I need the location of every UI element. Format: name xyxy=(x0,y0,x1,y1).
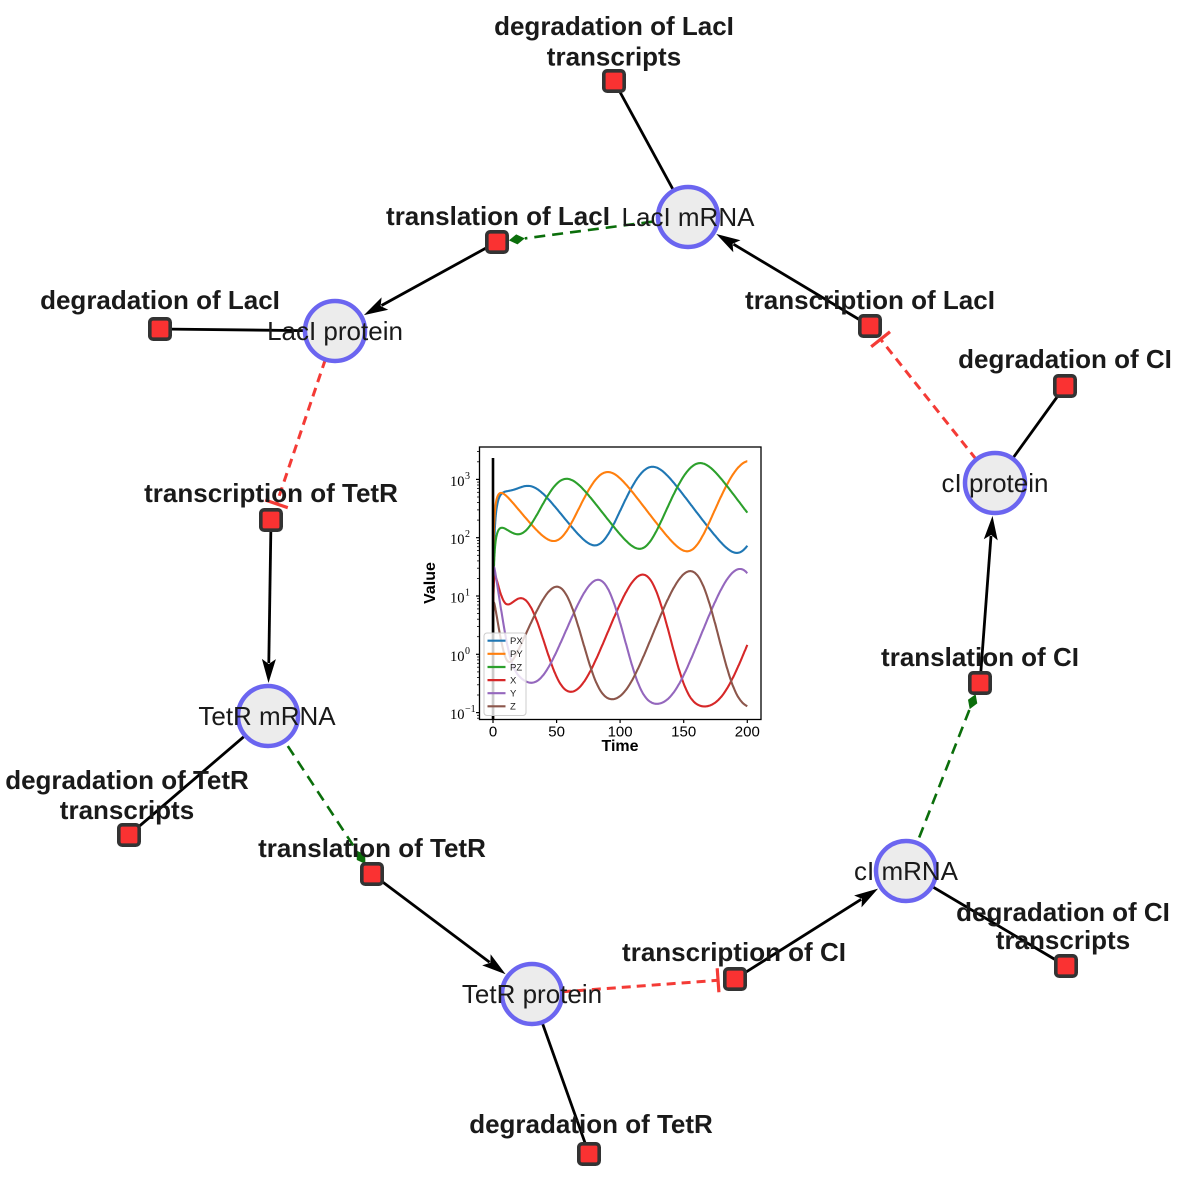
svg-text:translation of CI: translation of CI xyxy=(881,642,1079,672)
svg-text:10: 10 xyxy=(450,474,465,490)
svg-text:Value: Value xyxy=(422,562,439,604)
svg-text:transcripts: transcripts xyxy=(60,795,194,825)
svg-text:degradation of CI: degradation of CI xyxy=(956,897,1170,927)
svg-text:transcripts: transcripts xyxy=(547,42,681,72)
svg-text:10: 10 xyxy=(450,591,465,607)
svg-text:LacI protein: LacI protein xyxy=(267,316,403,346)
svg-text:PX: PX xyxy=(510,636,523,647)
svg-text:transcription of TetR: transcription of TetR xyxy=(144,478,398,508)
svg-text:0: 0 xyxy=(489,724,497,741)
svg-text:transcripts: transcripts xyxy=(996,925,1130,955)
svg-text:translation of TetR: translation of TetR xyxy=(258,833,486,863)
svg-text:translation of LacI: translation of LacI xyxy=(386,201,610,231)
svg-text:transcription of CI: transcription of CI xyxy=(622,937,846,967)
svg-text:Time: Time xyxy=(601,738,638,755)
svg-text:cI protein: cI protein xyxy=(942,468,1049,498)
svg-text:100: 100 xyxy=(608,724,633,741)
svg-text:transcription of LacI: transcription of LacI xyxy=(745,285,995,315)
svg-text:PZ: PZ xyxy=(510,662,522,673)
svg-text:X: X xyxy=(510,676,517,687)
svg-text:−1: −1 xyxy=(465,704,476,715)
svg-text:10: 10 xyxy=(450,532,465,548)
svg-text:degradation of CI: degradation of CI xyxy=(958,344,1172,374)
svg-text:200: 200 xyxy=(735,724,760,741)
svg-text:degradation of LacI: degradation of LacI xyxy=(494,11,734,41)
svg-text:1: 1 xyxy=(465,588,470,599)
svg-text:TetR mRNA: TetR mRNA xyxy=(198,701,336,731)
svg-text:10: 10 xyxy=(450,649,465,665)
svg-text:PY: PY xyxy=(510,649,523,660)
svg-text:TetR protein: TetR protein xyxy=(462,979,602,1009)
svg-text:degradation of TetR: degradation of TetR xyxy=(469,1109,713,1139)
svg-text:50: 50 xyxy=(548,724,565,741)
svg-text:150: 150 xyxy=(671,724,696,741)
svg-text:degradation of LacI: degradation of LacI xyxy=(40,285,280,315)
svg-text:2: 2 xyxy=(465,529,470,540)
svg-text:0: 0 xyxy=(465,646,470,657)
svg-text:Z: Z xyxy=(510,702,516,713)
svg-text:10: 10 xyxy=(450,707,465,723)
svg-text:Y: Y xyxy=(510,689,517,700)
svg-text:LacI mRNA: LacI mRNA xyxy=(622,202,756,232)
svg-text:3: 3 xyxy=(465,471,470,482)
svg-text:cI mRNA: cI mRNA xyxy=(854,856,959,886)
svg-text:degradation of TetR: degradation of TetR xyxy=(5,765,249,795)
